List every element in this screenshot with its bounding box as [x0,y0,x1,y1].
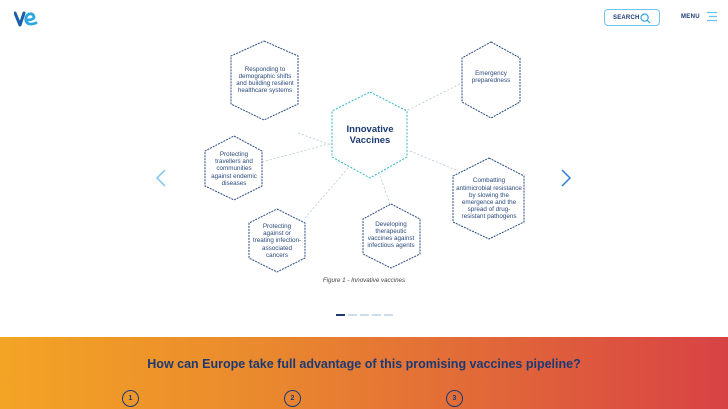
node-demographic: Responding to demographic shifts and bui… [236,65,294,95]
menu-button[interactable]: MENU [681,11,718,22]
step-number-3: 3 [446,390,463,407]
carousel-dot-3[interactable] [360,314,369,316]
carousel-dot-5[interactable] [384,314,393,316]
node-travellers: Protecting travellers and communities ag… [211,150,257,187]
figure-caption: Figure 1 - Innovative vaccines [322,277,406,284]
hex-center [331,91,408,179]
carousel-prev-arrow-icon[interactable] [155,168,167,188]
cta-heading: How can Europe take full advantage of th… [147,357,581,371]
node-therapeutic: Developing therapeutic vaccines against … [367,220,415,250]
node-cancers: Protecting against or treating infection… [252,222,302,259]
carousel-dot-1[interactable] [336,314,345,316]
site-header: SEARCH MENU [0,0,728,36]
carousel-pagination [336,314,393,316]
hamburger-icon [706,11,717,22]
menu-label: MENU [681,13,700,20]
carousel-next-arrow-icon[interactable] [560,168,572,188]
node-emergency: Emergency preparedness [471,69,511,84]
center-line-1: Innovative [346,124,394,135]
search-button[interactable]: SEARCH [604,9,660,26]
search-icon [640,13,651,24]
step-number-1: 1 [122,390,139,407]
search-label: SEARCH [613,14,640,21]
center-line-2: Vaccines [349,135,391,146]
diagram-graphics [204,40,525,273]
carousel-dot-2[interactable] [348,314,357,316]
carousel-dot-4[interactable] [372,314,381,316]
node-amr: Combatting antimicrobial resistance by s… [456,177,522,221]
step-number-2: 2 [284,390,301,407]
ve-logo[interactable] [14,10,40,28]
cta-section: How can Europe take full advantage of th… [0,337,728,409]
